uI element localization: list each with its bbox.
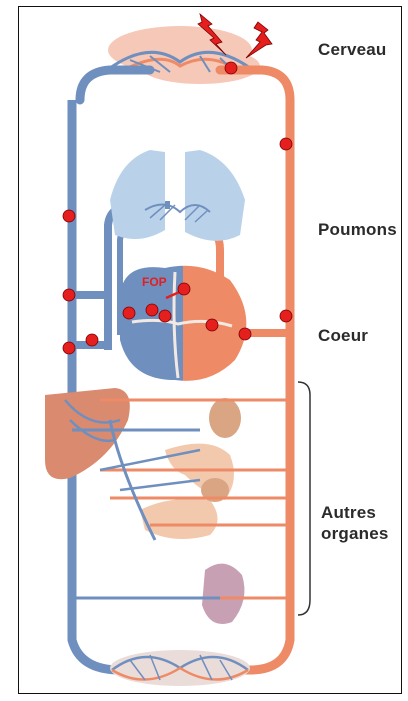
marker — [146, 304, 158, 316]
marker — [123, 307, 135, 319]
marker — [63, 342, 75, 354]
marker — [206, 319, 218, 331]
kidney — [72, 564, 290, 624]
lower-body-capillaries — [110, 650, 250, 686]
marker — [280, 138, 292, 150]
label-heart: Coeur — [318, 326, 368, 346]
other-organs-bracket — [298, 382, 310, 615]
marker — [63, 289, 75, 301]
marker — [86, 334, 98, 346]
marker — [159, 310, 171, 322]
marker — [280, 310, 292, 322]
marker — [178, 283, 190, 295]
fop-label: FOP — [142, 275, 167, 289]
label-brain: Cerveau — [318, 40, 387, 60]
brain-capillaries — [108, 26, 260, 84]
marker — [63, 210, 75, 222]
label-lungs: Poumons — [318, 220, 397, 240]
label-other-organs-line2: organes — [321, 523, 389, 544]
lungs — [110, 150, 245, 241]
marker — [225, 62, 237, 74]
label-other-organs: Autres organes — [321, 502, 389, 544]
label-other-organs-line1: Autres — [321, 502, 389, 523]
marker — [239, 328, 251, 340]
